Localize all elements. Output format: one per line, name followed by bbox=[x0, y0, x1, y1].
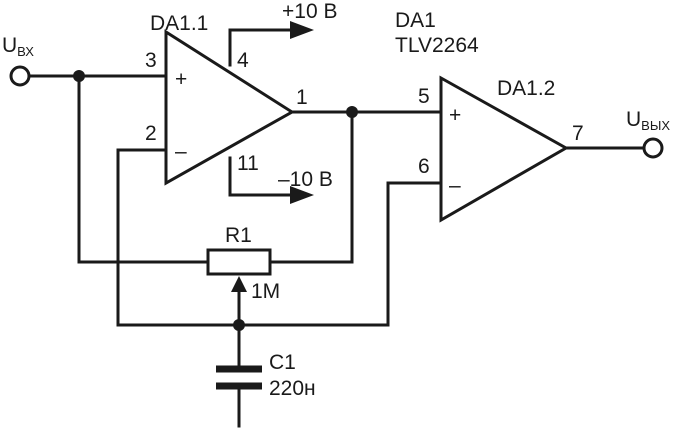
input-label: UВХ bbox=[2, 34, 34, 59]
junction-dot bbox=[346, 106, 358, 118]
chip-part: TLV2264 bbox=[395, 34, 479, 57]
output-label-sub: ВЫХ bbox=[641, 118, 670, 133]
da1-1-pin-out: 1 bbox=[296, 86, 308, 109]
output-label: UВЫХ bbox=[626, 108, 670, 133]
c1-value: 220н bbox=[269, 377, 316, 400]
da1-1-pin-vpos: 4 bbox=[237, 49, 249, 72]
da1-1-pin-vneg: 11 bbox=[237, 152, 259, 175]
wire-feedback-loop bbox=[116, 148, 443, 327]
da1-1-label: DA1.1 bbox=[150, 12, 208, 35]
resistor-r1 bbox=[206, 248, 272, 276]
chip-name: DA1 bbox=[395, 9, 436, 32]
supply-neg-label: –10 В bbox=[278, 168, 333, 191]
junction-dot bbox=[73, 70, 85, 82]
da1-2-label: DA1.2 bbox=[497, 77, 555, 100]
da1-2-minus-sign: – bbox=[449, 174, 461, 197]
output-terminal bbox=[642, 137, 664, 159]
input-label-main: U bbox=[2, 34, 17, 57]
da1-2-plus-sign: + bbox=[449, 104, 461, 127]
da1-2-pin-out: 7 bbox=[572, 122, 584, 145]
junction-dot bbox=[233, 319, 245, 331]
input-terminal bbox=[9, 65, 31, 87]
supply-pos-label: +10 В bbox=[282, 0, 337, 23]
wire-supply-pos bbox=[228, 28, 292, 67]
da1-1-minus-sign: – bbox=[175, 140, 187, 163]
wires bbox=[27, 28, 645, 428]
supply-pos-arrow-icon bbox=[290, 21, 314, 39]
da1-2-pin-plus: 5 bbox=[418, 85, 430, 108]
opamp-da1-1 bbox=[164, 29, 295, 186]
da1-1-pin-minus: 2 bbox=[145, 122, 157, 145]
opamp-da1-2 bbox=[439, 75, 570, 223]
da1-2-pin-minus: 6 bbox=[418, 155, 430, 178]
wire-input-to-r1 bbox=[77, 74, 210, 264]
wire-r1-to-node-1 bbox=[268, 110, 354, 264]
da1-1-plus-sign: + bbox=[175, 68, 187, 91]
r1-value: 1M bbox=[251, 280, 280, 303]
supply-neg-arrow-icon bbox=[290, 186, 314, 204]
wire-supply-neg bbox=[228, 156, 292, 197]
r1-label: R1 bbox=[225, 224, 252, 247]
da1-1-pin-plus: 3 bbox=[145, 49, 157, 72]
input-label-sub: ВХ bbox=[17, 44, 34, 59]
c1-label: C1 bbox=[269, 351, 296, 374]
output-label-main: U bbox=[626, 108, 641, 131]
wiper-arrow-icon bbox=[231, 276, 247, 292]
